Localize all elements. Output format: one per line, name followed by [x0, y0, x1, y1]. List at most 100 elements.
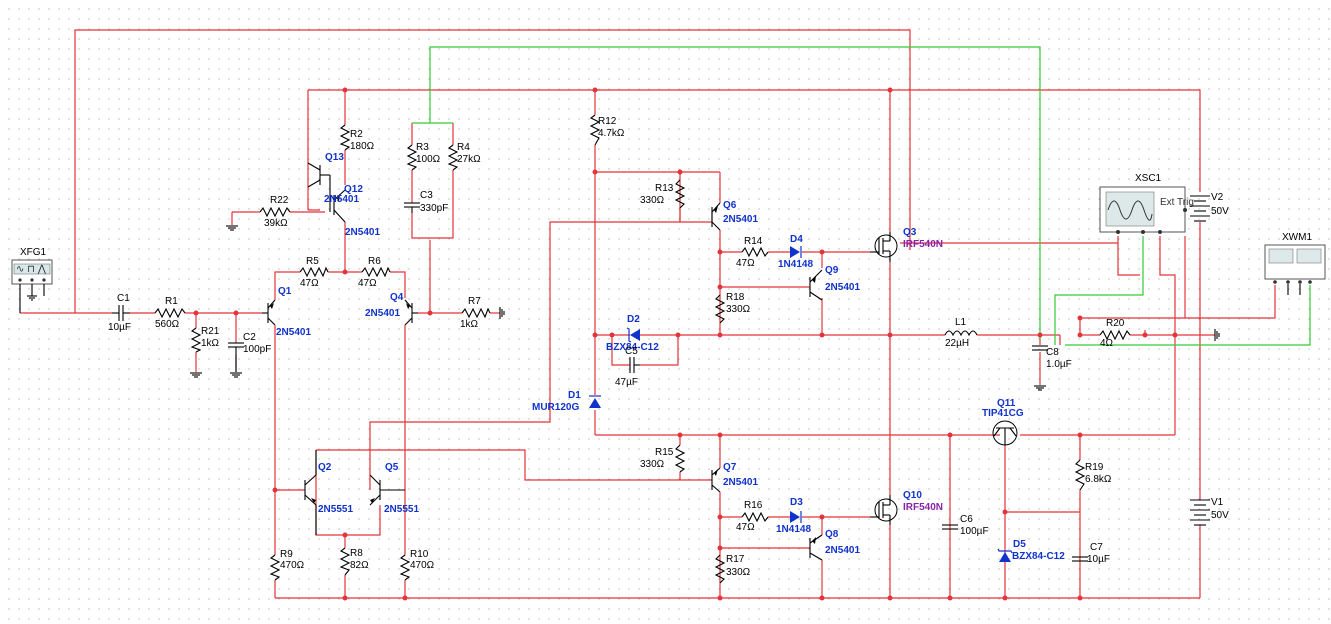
- probe-wires: [429, 46, 1311, 346]
- c5-ref: C5: [625, 346, 638, 357]
- r3-value: 100Ω: [416, 154, 441, 165]
- r9-value: 470Ω: [280, 560, 305, 571]
- q5-part: 2N5551: [384, 504, 419, 515]
- q3-part: IRF540N: [903, 239, 943, 250]
- r5-value: 47Ω: [300, 278, 319, 289]
- transistor-q1[interactable]: Q1 2N5401: [262, 286, 311, 338]
- transistor-q2[interactable]: Q2 2N5551: [304, 450, 353, 535]
- r5-ref: R5: [306, 256, 319, 267]
- capacitor-c6[interactable]: C6 100µF: [942, 514, 989, 537]
- r9-ref: R9: [280, 549, 293, 560]
- mosfet-q3[interactable]: Q3 IRF540N: [870, 227, 943, 262]
- d1-part: MUR120G: [532, 402, 579, 413]
- c8-ref: C8: [1046, 347, 1059, 358]
- q6-part: 2N5401: [723, 214, 758, 225]
- r12-value: 4.7kΩ: [598, 128, 625, 139]
- d3-ref: D3: [790, 497, 803, 508]
- transistor-q6[interactable]: Q6 2N5401: [711, 200, 758, 231]
- resistor-r16[interactable]: R16 47Ω: [736, 500, 769, 533]
- battery-v1[interactable]: V1 50V: [1190, 497, 1229, 526]
- resistor-r10[interactable]: R10 470Ω: [399, 549, 435, 581]
- q11-ref: Q11: [997, 398, 1016, 409]
- transistor-q12[interactable]: Q12 2N5401 2N5401: [324, 184, 380, 238]
- capacitor-c3[interactable]: C3 330pF: [404, 190, 448, 214]
- capacitor-c5[interactable]: C5 47µF: [615, 346, 640, 388]
- xsc1-trig-label: Ext Trig: [1160, 197, 1194, 208]
- mosfet-q10[interactable]: Q10 IRF540N: [870, 490, 943, 525]
- transistor-q8[interactable]: Q8 2N5401: [809, 529, 860, 561]
- resistor-r9[interactable]: R9 470Ω: [269, 549, 305, 581]
- d5-part: BZX84-C12: [1012, 551, 1065, 562]
- d5-ref: D5: [1013, 539, 1026, 550]
- battery-v2[interactable]: V2 50V: [1190, 192, 1229, 222]
- capacitor-c7[interactable]: C7 10µF: [1072, 542, 1110, 565]
- resistor-r8[interactable]: R8 82Ω: [339, 547, 369, 576]
- r17-value: 330Ω: [726, 567, 751, 578]
- d4-part: 1N4148: [778, 259, 813, 270]
- transistor-q13[interactable]: Q13: [307, 152, 344, 212]
- resistor-r21[interactable]: R21 1kΩ: [190, 326, 220, 378]
- r6-ref: R6: [368, 256, 381, 267]
- resistor-r20[interactable]: R20 4Ω: [1099, 318, 1220, 349]
- r4-ref: R4: [457, 142, 470, 153]
- resistor-r18[interactable]: R18 330Ω: [714, 292, 751, 324]
- q12-ref: Q12: [344, 184, 363, 195]
- resistor-r13[interactable]: R13 330Ω: [640, 179, 686, 222]
- resistor-r1[interactable]: R1 560Ω: [154, 296, 186, 330]
- oscilloscope-xsc1[interactable]: Ext Trig XSC1: [1099, 173, 1194, 234]
- r4-value: 27kΩ: [457, 154, 481, 165]
- resistor-r3[interactable]: R3 100Ω: [406, 122, 453, 171]
- c1-value: 10µF: [108, 322, 131, 333]
- function-generator-xfg1[interactable]: ∿ ⊓ ⋀ XFG1: [11, 247, 53, 313]
- transistor-q11[interactable]: Q11 TIP41CG: [982, 398, 1024, 446]
- r7-value: 1kΩ: [460, 319, 479, 330]
- c6-value: 100µF: [960, 526, 989, 537]
- resistor-r6[interactable]: R6 47Ω: [358, 256, 391, 289]
- resistor-r19[interactable]: R19 6.8kΩ: [1074, 459, 1112, 491]
- diode-d1[interactable]: D1 MUR120G: [532, 390, 601, 413]
- transistor-q9[interactable]: Q9 2N5401: [809, 265, 860, 301]
- d2-part: BZX84-C12: [606, 342, 659, 353]
- diode-d3[interactable]: D3 1N4148: [776, 497, 811, 535]
- xsc1-label: XSC1: [1135, 173, 1162, 184]
- resistor-r15[interactable]: R15 330Ω: [640, 444, 686, 473]
- r1-ref: R1: [165, 296, 178, 307]
- c7-ref: C7: [1090, 542, 1103, 553]
- r13-ref: R13: [655, 183, 674, 194]
- transistor-q5[interactable]: Q5 2N5551: [369, 462, 419, 515]
- resistor-r4[interactable]: R4 27kΩ: [447, 142, 481, 171]
- inductor-l1[interactable]: L1 22µH: [944, 317, 978, 349]
- q2-part: 2N5551: [318, 504, 353, 515]
- r10-ref: R10: [410, 549, 429, 560]
- q2-ref: Q2: [318, 462, 332, 473]
- q9-part: 2N5401: [825, 282, 860, 293]
- resistor-r12[interactable]: R12 4.7kΩ: [589, 114, 625, 146]
- resistor-r5[interactable]: R5 47Ω: [299, 256, 329, 289]
- capacitor-c1[interactable]: C1 10µF: [108, 293, 131, 333]
- capacitor-c2[interactable]: C2 100pF: [228, 332, 271, 378]
- r2-value: 180Ω: [350, 141, 375, 152]
- r16-ref: R16: [744, 500, 763, 511]
- zener-d5[interactable]: D5 BZX84-C12: [997, 539, 1065, 562]
- c3-value: 330pF: [420, 203, 448, 214]
- resistor-r14[interactable]: R14 47Ω: [736, 236, 769, 269]
- diode-d4[interactable]: D4 1N4148: [778, 234, 813, 270]
- zener-d2[interactable]: D2 BZX84-C12: [606, 314, 659, 353]
- resistor-r7[interactable]: R7 1kΩ: [460, 296, 505, 330]
- v1-ref: V1: [1211, 497, 1224, 508]
- q12-part: 2N5401: [324, 194, 359, 205]
- capacitor-c8[interactable]: C8 1.0µF: [1032, 345, 1072, 391]
- q7-part: 2N5401: [723, 477, 758, 488]
- r8-value: 82Ω: [350, 560, 369, 571]
- transistor-q7[interactable]: Q7 2N5401: [711, 462, 758, 493]
- q5-ref: Q5: [385, 462, 399, 473]
- d4-ref: D4: [790, 234, 803, 245]
- resistor-r2[interactable]: R2 180Ω: [339, 124, 375, 152]
- r13-value: 330Ω: [640, 195, 665, 206]
- r1-value: 560Ω: [155, 319, 180, 330]
- resistor-r22[interactable]: R22 39kΩ: [226, 195, 291, 231]
- multimeter-xwm1[interactable]: XWM1: [1264, 232, 1326, 295]
- transistor-q4[interactable]: Q4 2N5401: [365, 292, 418, 326]
- c1-ref: C1: [117, 293, 130, 304]
- resistor-r17[interactable]: R17 330Ω: [714, 554, 751, 584]
